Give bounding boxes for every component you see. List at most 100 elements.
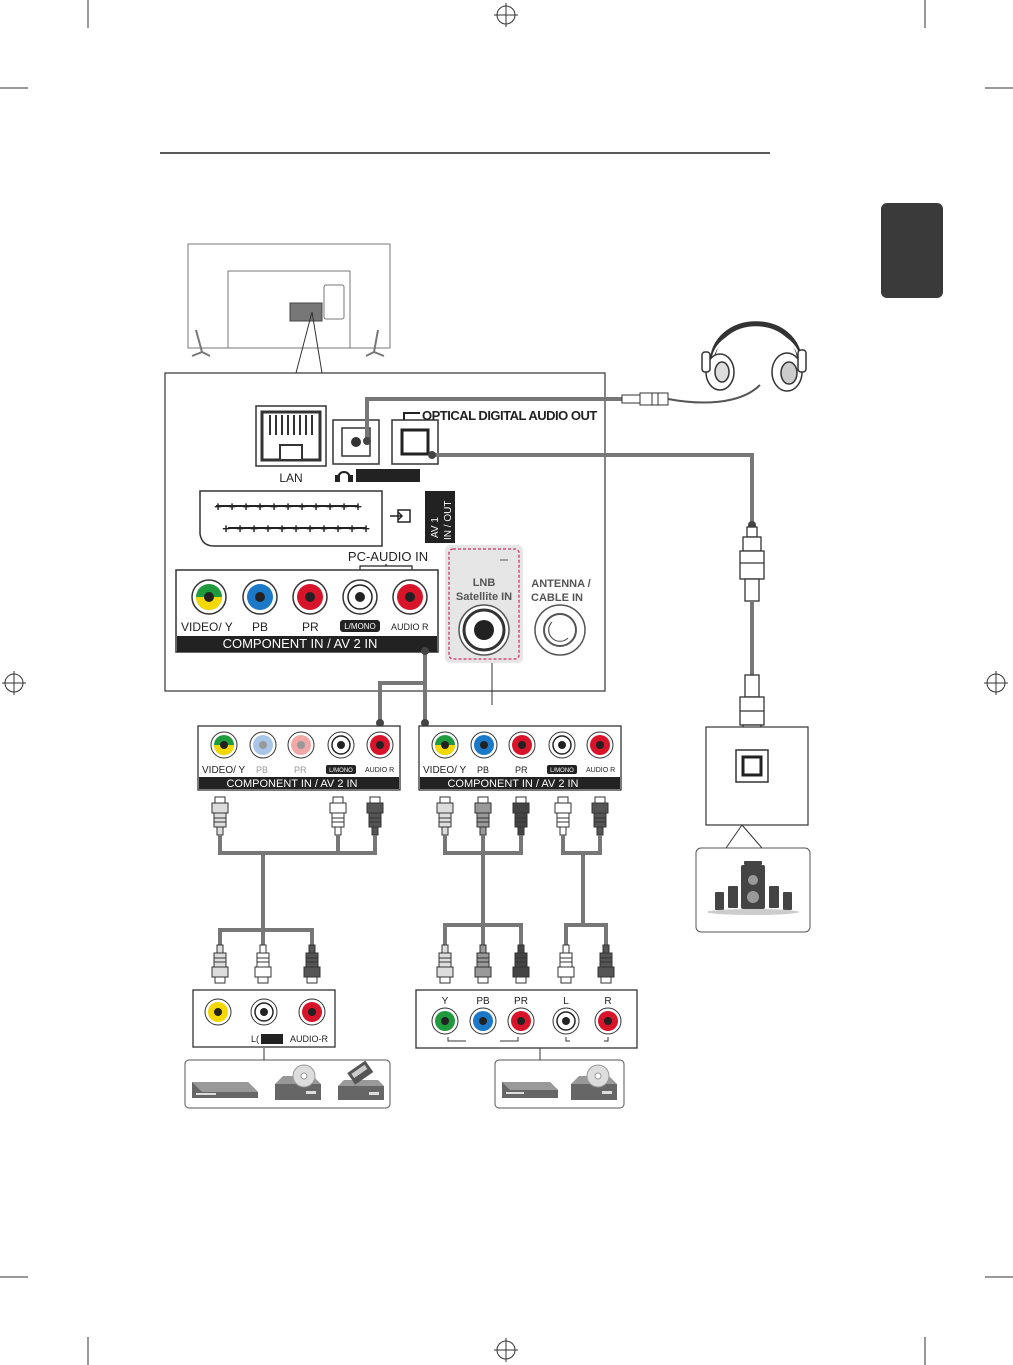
- dvd-player-icon-right: [502, 1082, 558, 1098]
- disc-player-icon-right: [571, 1064, 617, 1100]
- cable-in-label: CABLE IN: [531, 592, 583, 604]
- disc-player-icon: [275, 1064, 321, 1100]
- lnb-dashed-border: [448, 548, 520, 660]
- right-rca-cable-bottom: [436, 944, 615, 984]
- av-left-pb-label: PB: [256, 765, 268, 775]
- device-comp-brackets: [447, 1037, 609, 1042]
- optical-label: OPTICAL DIGITAL AUDIO OUT: [422, 408, 597, 423]
- left-rca-cable-top: [211, 796, 384, 945]
- dvd-player-icon: [192, 1082, 258, 1098]
- headphone-icon: [335, 471, 353, 482]
- device-comp-jack-pb[interactable]: [469, 1007, 497, 1035]
- av1-label: AV 1: [430, 517, 441, 538]
- svg-text:+: +: [340, 499, 348, 514]
- device-l-label: L(: [251, 1034, 259, 1044]
- audio-system-optical-port[interactable]: [735, 749, 769, 783]
- device-jack-video[interactable]: [204, 998, 232, 1026]
- pc-audio-label: PC-AUDIO IN: [348, 549, 428, 564]
- device-pb-label: PB: [476, 996, 490, 1007]
- headphone-label-bar: [356, 469, 420, 482]
- av1-label-bar: [425, 491, 455, 543]
- lan-port[interactable]: [255, 405, 327, 467]
- zoom-callout: [295, 311, 323, 374]
- optical-cable: [432, 453, 754, 525]
- device-jack-r[interactable]: [298, 998, 326, 1026]
- svg-text:+: +: [334, 521, 342, 536]
- svg-text:+: +: [256, 499, 264, 514]
- input-icon: [390, 509, 411, 523]
- scart-port[interactable]: ++++ ++++ +++ ++++ ++++ +++: [199, 490, 383, 547]
- satellite-in-label: Satellite IN: [456, 591, 512, 603]
- device-jack-l[interactable]: [250, 998, 278, 1026]
- av-right-audio-r-label: AUDIO R: [586, 767, 615, 774]
- jack-l-mono[interactable]: [342, 579, 378, 615]
- device-comp-jack-pr[interactable]: [507, 1007, 535, 1035]
- av-right-jack-pb[interactable]: [470, 731, 498, 759]
- av-right-pr-label: PR: [515, 765, 528, 775]
- av-left-jack-r[interactable]: [366, 731, 394, 759]
- svg-text:+: +: [312, 499, 320, 514]
- device-comp-jack-r[interactable]: [594, 1007, 622, 1035]
- lan-label: LAN: [279, 471, 302, 485]
- device-y-label: Y: [442, 996, 449, 1007]
- svg-text:+: +: [354, 499, 362, 514]
- av-left-jack-pr[interactable]: [287, 731, 315, 759]
- headphones-icon: [701, 321, 807, 392]
- lnb-port[interactable]: [458, 604, 510, 656]
- headphone-cable: [365, 397, 622, 441]
- registration-mark-right: [984, 671, 1008, 695]
- svg-text:+: +: [306, 521, 314, 536]
- av-right-jack-video[interactable]: [431, 731, 459, 759]
- lnb-label: LNB: [473, 577, 496, 589]
- l-mono-badge: [340, 620, 380, 632]
- svg-text:+: +: [228, 499, 236, 514]
- antenna-port[interactable]: [534, 604, 586, 656]
- vcr-icon: [338, 1060, 384, 1100]
- optical-label-bracket: [403, 412, 420, 420]
- registration-mark-top: [494, 3, 518, 27]
- av-right-component-label: COMPONENT IN / AV 2 IN: [447, 778, 578, 790]
- jack-audio-r[interactable]: [392, 579, 428, 615]
- right-rca-cable-top: [436, 796, 609, 945]
- av-right-jack-l[interactable]: [548, 731, 576, 759]
- svg-text:+: +: [236, 521, 244, 536]
- svg-text:+: +: [222, 521, 230, 536]
- headphone-port[interactable]: [332, 419, 380, 465]
- registration-mark-bottom: [494, 1338, 518, 1362]
- av-right-jack-pr[interactable]: [508, 731, 536, 759]
- av-left-jack-pb[interactable]: [249, 731, 277, 759]
- svg-text:+: +: [348, 521, 356, 536]
- av-left-jack-video[interactable]: [210, 731, 238, 759]
- pb-label: PB: [252, 620, 268, 634]
- svg-text:+: +: [250, 521, 258, 536]
- registration-mark-left: [2, 671, 26, 695]
- section-tab: [881, 203, 943, 298]
- headphone-plug: [621, 384, 761, 406]
- svg-text:+: +: [242, 499, 250, 514]
- av-left-jack-l[interactable]: [327, 731, 355, 759]
- audio-system-callout: [725, 824, 763, 849]
- left-rca-cable-bottom: [211, 944, 321, 984]
- device-comp-jack-l[interactable]: [552, 1007, 580, 1035]
- svg-text:+: +: [292, 521, 300, 536]
- optical-plug-upper: [739, 526, 765, 602]
- jack-video-y[interactable]: [191, 579, 227, 615]
- svg-text:+: +: [270, 499, 278, 514]
- av-left-pr-label: PR: [294, 765, 307, 775]
- device-comp-jack-y[interactable]: [431, 1007, 459, 1035]
- av-right-pb-label: PB: [477, 765, 489, 775]
- av-left-audio-r-label: AUDIO R: [365, 767, 394, 774]
- av-right-video-label: VIDEO/ Y: [423, 765, 466, 776]
- speaker-set-icon: [707, 861, 799, 915]
- svg-text:+: +: [362, 521, 370, 536]
- svg-text:+: +: [298, 499, 306, 514]
- device-l-comp-label: L: [563, 996, 569, 1007]
- component-cable-connector: [378, 651, 427, 723]
- av-right-jack-r[interactable]: [586, 731, 614, 759]
- av-left-video-label: VIDEO/ Y: [202, 765, 245, 776]
- device-audio-r-label: AUDIO-R: [290, 1034, 329, 1044]
- jack-pr[interactable]: [292, 579, 328, 615]
- jack-pb[interactable]: [242, 579, 278, 615]
